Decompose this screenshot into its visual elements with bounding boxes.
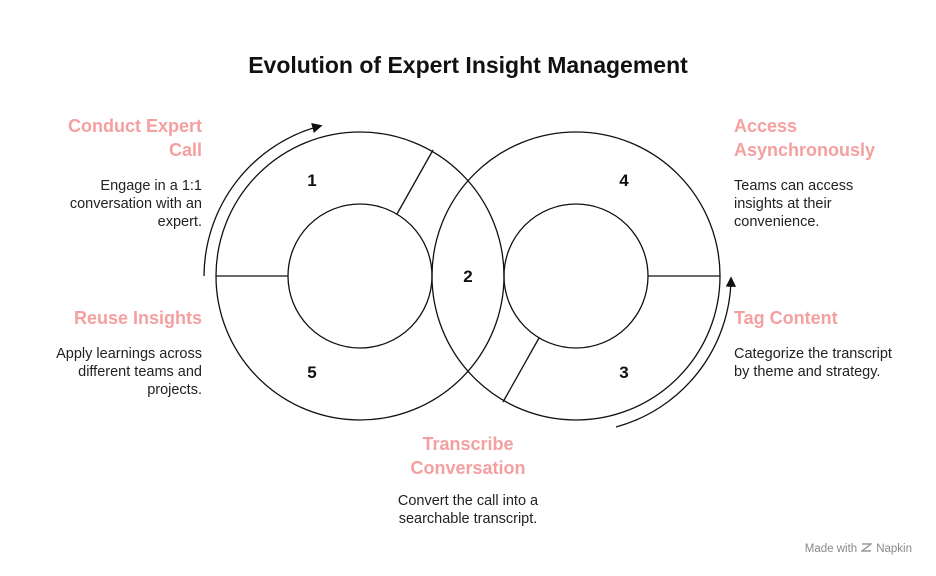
step-desc-conduct-expert-call: Engage in a 1:1 conversation with an exp… [69,178,202,230]
arrow-bottom-right [615,276,737,428]
step-desc-transcribe-conversation: Convert the call into a searchable trans… [397,493,539,527]
napkin-brand-label: Napkin [876,543,912,555]
step-number-5: 5 [307,363,317,382]
step-number-3: 3 [619,363,629,382]
step-desc-tag-content: Categorize the transcript by theme and s… [734,346,892,380]
step-desc-access-asynchronously: Teams can access insights at their conve… [734,178,854,230]
divider-1-2 [396,149,434,215]
step-desc-reuse-insights: Apply learnings across different teams a… [56,346,202,398]
made-with-label: Made with [804,543,858,555]
right-inner-circle [503,203,649,349]
step-title-tag-content: Tag Content [734,308,838,328]
step-title-reuse-insights: Reuse Insights [73,308,202,328]
step-number-4: 4 [619,171,629,190]
divider-2-3 [502,337,540,403]
napkin-logo-icon [860,542,874,556]
step-title-conduct-expert-call: Conduct Expert Call [67,116,202,160]
step-title-access-asynchronously: Access Asynchronously [734,116,876,160]
arrow-top-left [203,122,323,277]
footer-watermark: Made with Napkin [805,542,912,556]
diagram-title: Evolution of Expert Insight Management [248,52,688,78]
step-number-2: 2 [463,267,473,286]
step-number-1: 1 [307,171,317,190]
step-title-transcribe-conversation: Transcribe Conversation [410,434,526,478]
left-inner-circle [287,203,433,349]
